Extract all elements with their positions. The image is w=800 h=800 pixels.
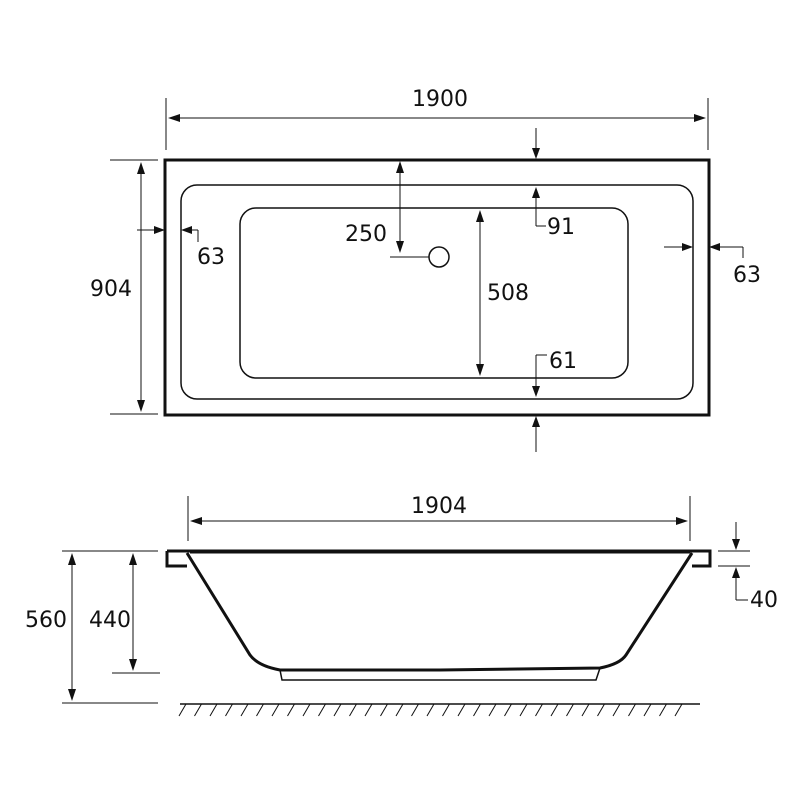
rim-top-label: 91	[547, 215, 575, 240]
hatch-mark	[442, 703, 450, 717]
dimension-rim-right: 63	[664, 243, 761, 288]
dimension-floor-width: 508	[476, 210, 529, 376]
bath-floor	[239, 207, 629, 379]
hatch-mark	[457, 703, 466, 717]
hatch-mark	[395, 703, 404, 717]
total-height-label: 560	[25, 608, 67, 633]
hatch-mark	[364, 703, 373, 717]
bath-outer-rim	[163, 158, 711, 417]
rim-left-label: 63	[197, 245, 225, 270]
side-view: 1904 560 440 40	[25, 494, 778, 717]
hatch-mark	[349, 703, 357, 717]
hatch-mark	[519, 703, 528, 717]
top-view: 1900 904 63 63	[90, 87, 761, 452]
dimension-rim-left: 63	[137, 226, 225, 270]
hatch-mark	[225, 703, 233, 717]
hatch-mark	[302, 703, 311, 717]
dimension-bath-height: 440	[89, 553, 160, 674]
dimension-rim-thickness: 40	[718, 522, 778, 613]
hatch-mark	[566, 703, 574, 717]
hatch-mark	[581, 703, 590, 717]
hatch-mark	[178, 703, 187, 717]
overall-length-label: 1900	[412, 87, 468, 112]
floor-width-label: 508	[487, 281, 529, 306]
rim-length-label: 1904	[411, 494, 467, 519]
dimension-rim-length: 1904	[187, 494, 691, 541]
hatch-mark	[287, 703, 295, 717]
rim-right-label: 63	[733, 263, 761, 288]
hatch-mark	[318, 703, 326, 717]
bath-side-shell	[185, 552, 694, 672]
hatch-mark	[628, 703, 636, 717]
bath-side-rim	[165, 549, 712, 568]
waste-outlet	[390, 246, 450, 268]
waste-offset-label: 250	[345, 222, 387, 247]
floor-hatching	[178, 703, 700, 717]
dimension-rim-bottom: 61	[532, 349, 577, 452]
hatch-mark	[612, 703, 621, 717]
hatch-mark	[597, 703, 605, 717]
bath-height-label: 440	[89, 608, 131, 633]
hatch-mark	[240, 703, 249, 717]
hatch-mark	[271, 703, 280, 717]
bath-inner-basin	[180, 184, 694, 400]
dimension-waste-offset: 250	[345, 161, 404, 253]
waste-outlet-icon	[428, 246, 450, 268]
dimension-total-height: 560	[25, 550, 158, 704]
dimension-overall-length: 1900	[165, 87, 709, 150]
hatch-mark	[504, 703, 512, 717]
hatch-mark	[411, 703, 419, 717]
dimension-overall-width: 904	[90, 159, 158, 415]
dimension-rim-top: 91	[532, 128, 575, 240]
hatch-mark	[659, 703, 667, 717]
rim-bottom-label: 61	[549, 349, 577, 374]
hatch-mark	[256, 703, 264, 717]
overall-width-label: 904	[90, 277, 132, 302]
hatch-mark	[488, 703, 497, 717]
hatch-mark	[473, 703, 481, 717]
rim-thickness-label: 40	[750, 588, 778, 613]
hatch-mark	[209, 703, 218, 717]
hatch-mark	[550, 703, 559, 717]
hatch-mark	[380, 703, 388, 717]
hatch-mark	[674, 703, 683, 717]
hatch-mark	[194, 703, 202, 717]
hatch-mark	[333, 703, 342, 717]
hatch-mark	[426, 703, 435, 717]
hatch-mark	[643, 703, 652, 717]
hatch-mark	[535, 703, 543, 717]
bath-base-plinth	[279, 667, 601, 681]
